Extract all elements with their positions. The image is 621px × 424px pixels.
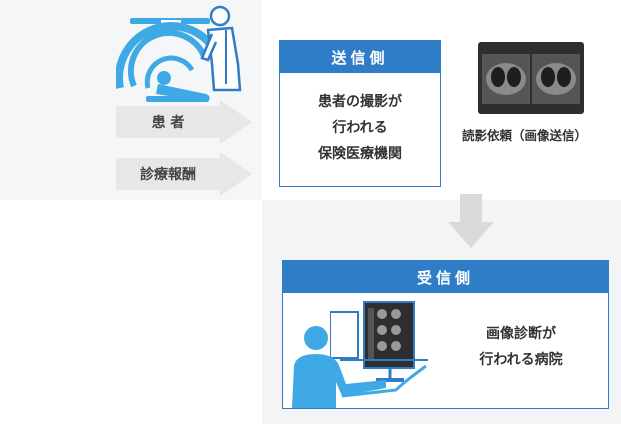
receiver-header: 受信側 xyxy=(283,261,608,293)
medical-fee-label: 診療報酬 xyxy=(140,167,196,183)
scan-caption: 読影依頼（画像送信） xyxy=(462,128,588,143)
monitor-icon xyxy=(330,301,428,382)
medical-fee-arrow xyxy=(116,152,252,196)
sender-line-1: 患者の撮影が xyxy=(318,94,402,110)
patient-arrow xyxy=(116,100,252,144)
ct-scanner-icon xyxy=(116,18,216,102)
ct-image-icon xyxy=(478,42,584,114)
sender-line-3: 保険医療機関 xyxy=(318,146,402,162)
down-arrow-icon xyxy=(448,194,494,248)
receiver-line-1: 画像診断が xyxy=(486,326,556,342)
radiologist-icon xyxy=(292,326,427,408)
sender-line-2: 行われる xyxy=(332,120,388,136)
sender-header: 送信側 xyxy=(280,41,440,73)
sender-text: 患者の撮影が 行われる 保険医療機関 xyxy=(280,89,440,167)
doctor-icon xyxy=(200,5,242,92)
receiver-line-2: 行われる病院 xyxy=(479,352,563,368)
sender-box: 送信側 患者の撮影が 行われる 保険医療機関 xyxy=(279,40,441,187)
receiver-text: 画像診断が 行われる病院 xyxy=(451,321,591,373)
patient-label: 患 者 xyxy=(151,115,185,131)
